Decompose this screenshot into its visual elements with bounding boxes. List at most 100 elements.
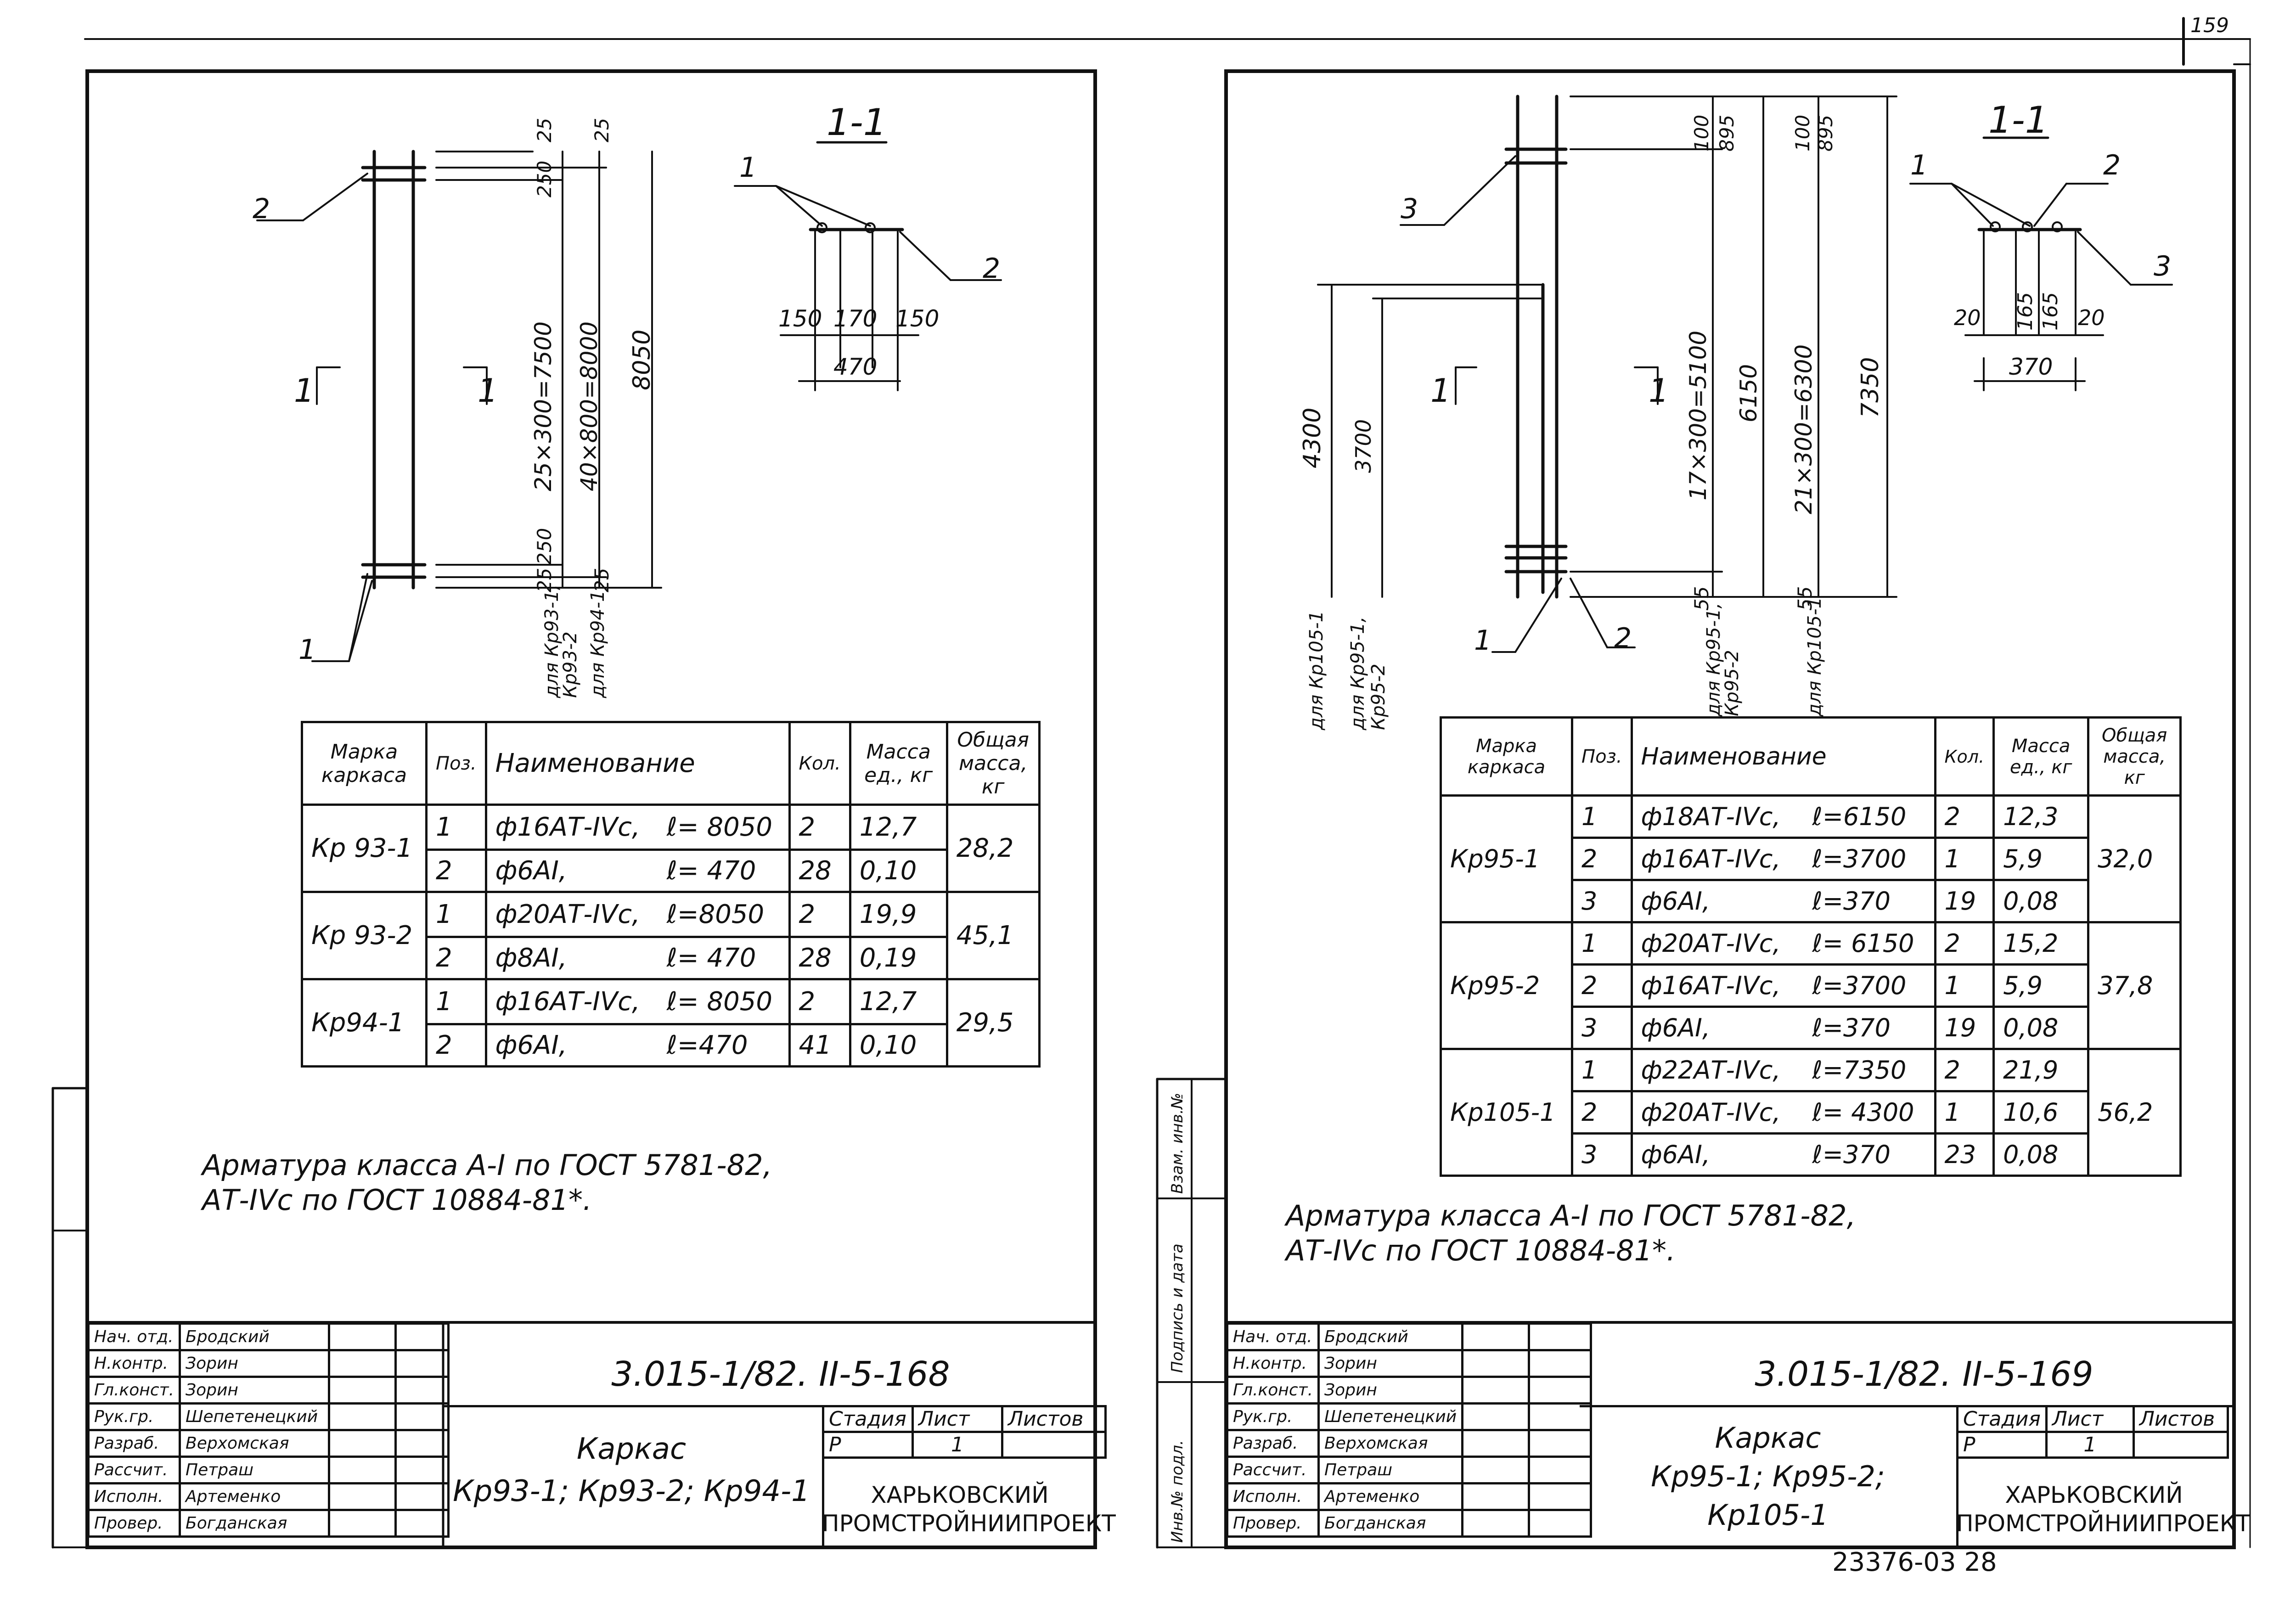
right-callout-2: 2 bbox=[1614, 622, 1632, 654]
right-view-mark-a: 1 bbox=[1430, 372, 1451, 410]
right-doc-code: 3.015-1/82. II-5-169 bbox=[1755, 1355, 2093, 1394]
svg-text:25: 25 bbox=[533, 568, 556, 592]
left-spec-h-name: Наименование bbox=[484, 721, 791, 806]
left-spec-h-mass: Масса ед., кг bbox=[849, 721, 948, 806]
left-view-mark-b: 1 bbox=[478, 372, 498, 410]
svg-text:895: 895 bbox=[1716, 115, 1738, 152]
right-sec-dim-1: 20 bbox=[1954, 305, 1981, 330]
svg-text:для Кр95-1,: для Кр95-1, bbox=[1703, 603, 1724, 717]
right-spec-h-name: Наименование bbox=[1630, 716, 1936, 797]
svg-text:8050: 8050 bbox=[628, 330, 656, 390]
right-left-dims: 4300 3700 для Кр105-1 для Кр95-1, Кр95-2 bbox=[1299, 408, 1389, 731]
left-callout-1: 1 bbox=[298, 634, 316, 666]
svg-text:165: 165 bbox=[2014, 292, 2037, 331]
table-row: 2 ф16АТ-IVс, ℓ=3700 1 5,9 bbox=[1441, 837, 2181, 881]
right-sec-callout-2: 2 bbox=[2103, 149, 2121, 181]
left-elevation bbox=[361, 150, 427, 590]
archive-code: 23376-03 28 bbox=[1832, 1547, 1997, 1577]
svg-text:Инв.№ подл.: Инв.№ подл. bbox=[1168, 1440, 1187, 1543]
svg-text:17×300=5100: 17×300=5100 bbox=[1685, 331, 1711, 500]
svg-text:7350: 7350 bbox=[1857, 357, 1884, 418]
svg-text:для Кр93-1,: для Кр93-1, bbox=[541, 585, 563, 698]
table-row: 3 ф6АI, ℓ=370 19 0,08 bbox=[1441, 1006, 2181, 1050]
table-row: Кр 93-2 1 ф20АТ-IVс, ℓ=8050 2 19,9 45,1 bbox=[301, 891, 1041, 980]
right-elevation bbox=[1504, 95, 1568, 599]
right-spec-h-mass: Масса ед., кг bbox=[1992, 716, 2090, 797]
table-row: 2 ф6АI, ℓ=470 41 0,10 bbox=[302, 1023, 1040, 1068]
svg-text:Подпись и дата: Подпись и дата bbox=[1168, 1243, 1187, 1373]
left-section-title: 1-1 bbox=[827, 101, 887, 144]
table-row: Кр95-2 1 ф20АТ-IVс, ℓ= 6150 2 15,2 37,8 bbox=[1440, 921, 2182, 1050]
svg-text:Кр93-2: Кр93-2 bbox=[560, 631, 581, 698]
svg-text:3700: 3700 bbox=[1351, 419, 1376, 473]
svg-text:4300: 4300 bbox=[1299, 408, 1326, 468]
table-row: 2 ф6АI, ℓ= 470 28 0,10 bbox=[302, 849, 1040, 893]
svg-text:55: 55 bbox=[1794, 586, 1816, 611]
left-doc-code: 3.015-1/82. II-5-168 bbox=[611, 1355, 950, 1394]
right-org: ХАРЬКОВСКИЙ ПРОМСТРОЙНИИПРОЕКТ bbox=[1956, 1482, 2250, 1537]
right-spec-h-qty: Кол. bbox=[1934, 716, 1995, 797]
svg-text:Кр95-2: Кр95-2 bbox=[1368, 663, 1389, 730]
left-sec-dim-1: 150 bbox=[778, 305, 822, 332]
svg-text:6150: 6150 bbox=[1735, 364, 1762, 422]
svg-text:165: 165 bbox=[2039, 292, 2062, 331]
right-sec-callout-1: 1 bbox=[1910, 149, 1928, 181]
svg-text:250: 250 bbox=[533, 161, 556, 197]
table-row: Кр94-1 1 ф16АТ-IVс, ℓ= 8050 2 12,7 29,5 bbox=[301, 978, 1041, 1068]
left-view-mark-a: 1 bbox=[294, 372, 315, 410]
corner-number: 159 bbox=[2190, 14, 2229, 37]
left-spec-h-mark: Марка каркаса bbox=[301, 721, 428, 806]
left-org: ХАРЬКОВСКИЙ ПРОМСТРОЙНИИПРОЕКТ bbox=[822, 1482, 1116, 1537]
svg-text:для Кр105-1: для Кр105-1 bbox=[1804, 597, 1825, 717]
left-spec-h-qty: Кол. bbox=[788, 721, 851, 806]
right-sec-dim-4: 20 bbox=[2078, 305, 2105, 330]
left-sec-callout-2: 2 bbox=[983, 253, 1001, 285]
svg-text:100: 100 bbox=[1791, 115, 1814, 152]
svg-text:55: 55 bbox=[1690, 586, 1713, 611]
table-row: Кр 93-1 1 ф16АТ-IVс, ℓ= 8050 2 12,7 28,2 bbox=[301, 804, 1041, 893]
right-spec-h-pos: Поз. bbox=[1571, 716, 1633, 797]
table-row: 3 ф6АI, ℓ=370 19 0,08 bbox=[1441, 879, 2181, 923]
left-elevation-dims: 25 25 250 25×300=7500 40×800=8000 8050 2… bbox=[530, 118, 656, 698]
svg-text:для Кр105-1: для Кр105-1 bbox=[1306, 611, 1327, 731]
svg-text:100: 100 bbox=[1690, 115, 1713, 152]
right-spec-h-total: Общая масса, кг bbox=[2087, 716, 2182, 797]
table-row: Кр95-1 1 ф18АТ-IVс, ℓ=6150 2 12,3 32,0 bbox=[1440, 794, 2182, 923]
left-note: Арматура класса А-I по ГОСТ 5781-82, АТ-… bbox=[202, 1148, 772, 1217]
left-spec-table: Марка каркаса Поз. Наименование Кол. Мас… bbox=[301, 721, 1041, 1068]
right-elevation-dims: 100 895 100 895 17×300=5100 6150 21×300=… bbox=[1685, 115, 1884, 717]
svg-text:для Кр95-1,: для Кр95-1, bbox=[1347, 617, 1368, 731]
left-sec-callout-1: 1 bbox=[739, 152, 757, 184]
svg-text:Кр95-2: Кр95-2 bbox=[1722, 650, 1743, 716]
left-sec-dim-3: 150 bbox=[895, 305, 940, 332]
right-stamp-title: Каркас Кр95-1; Кр95-2; Кр105-1 bbox=[1651, 1421, 1885, 1532]
table-row: 2 ф8АI, ℓ= 470 28 0,19 bbox=[302, 936, 1040, 980]
right-sec-dims-vert: 165 165 bbox=[2014, 292, 2062, 331]
table-row: 2 ф16АТ-IVс, ℓ=3700 1 5,9 bbox=[1441, 963, 2181, 1008]
right-callout-3: 3 bbox=[1401, 193, 1418, 225]
right-spec-h-mark: Марка каркаса bbox=[1440, 716, 1573, 797]
svg-text:25: 25 bbox=[591, 118, 613, 142]
right-spec-table: Марка каркаса Поз. Наименование Кол. Мас… bbox=[1440, 716, 2182, 1177]
left-spec-h-total: Общая масса, кг bbox=[945, 721, 1041, 806]
left-stamp-title: Каркас Кр93-1; Кр93-2; Кр94-1 bbox=[453, 1432, 810, 1508]
table-row: 3 ф6АI, ℓ=370 23 0,08 bbox=[1441, 1132, 2181, 1177]
right-note: Арматура класса А-I по ГОСТ 5781-82, АТ-… bbox=[1286, 1199, 1856, 1267]
left-spec-h-pos: Поз. bbox=[425, 721, 487, 806]
svg-text:250: 250 bbox=[533, 528, 556, 565]
svg-text:для Кр94-1: для Кр94-1 bbox=[587, 590, 608, 698]
svg-text:40×800=8000: 40×800=8000 bbox=[576, 321, 602, 491]
right-view-mark-b: 1 bbox=[1649, 372, 1669, 410]
right-callout-1: 1 bbox=[1474, 624, 1492, 657]
right-stamp-roles: Нач. отд.Бродский Н.контр.Зорин Гл.конст… bbox=[1226, 1322, 1593, 1538]
left-sec-dim-2: 170 bbox=[833, 305, 878, 332]
table-row: 2 ф20АТ-IVс, ℓ= 4300 1 10,6 bbox=[1441, 1090, 2181, 1135]
svg-text:Взам. инв.№: Взам. инв.№ bbox=[1168, 1093, 1187, 1194]
right-sec-dim-total: 370 bbox=[2009, 354, 2053, 380]
left-sec-dim-total: 470 bbox=[833, 354, 878, 380]
left-callout-2: 2 bbox=[253, 193, 270, 225]
right-side-labels: Взам. инв.№ Подпись и дата Инв.№ подл. bbox=[1168, 1093, 1187, 1543]
